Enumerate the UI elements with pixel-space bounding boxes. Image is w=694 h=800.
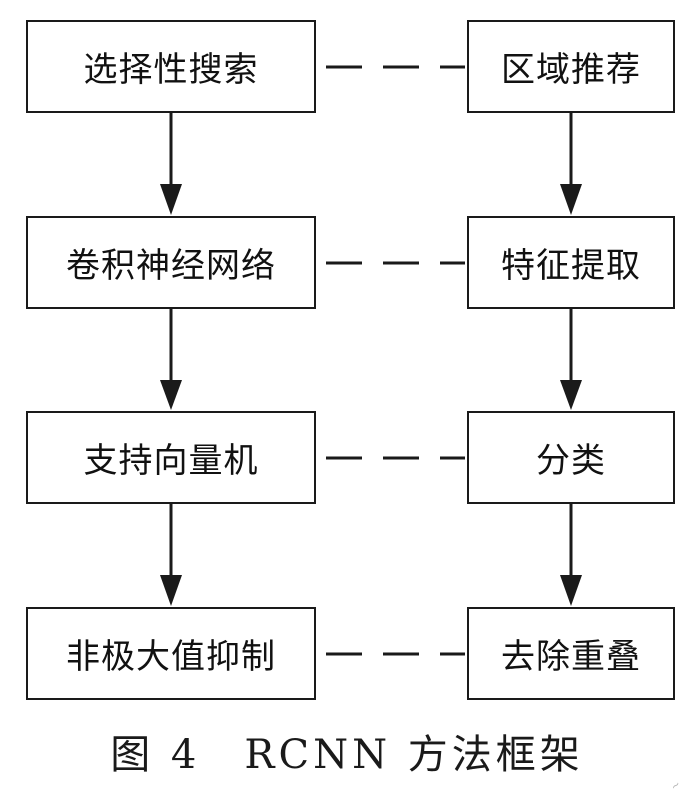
node-label: 非极大值抑制 xyxy=(66,637,276,677)
node-selective-search: 选择性搜索 xyxy=(26,20,316,113)
node-classification: 分类 xyxy=(467,411,675,504)
arrowhead-left-1 xyxy=(160,184,182,215)
node-svm: 支持向量机 xyxy=(26,411,316,504)
node-label: 卷积神经网络 xyxy=(66,246,276,286)
node-cnn: 卷积神经网络 xyxy=(26,216,316,309)
dashed-links xyxy=(318,65,465,656)
node-nms: 非极大值抑制 xyxy=(26,607,316,700)
node-label: 分类 xyxy=(536,441,606,481)
node-label: 去除重叠 xyxy=(501,637,641,677)
node-remove-overlap: 去除重叠 xyxy=(467,607,675,700)
arrowhead-right-3 xyxy=(560,575,582,606)
arrowhead-left-3 xyxy=(160,575,182,606)
node-label: 区域推荐 xyxy=(501,50,641,90)
node-label: 特征提取 xyxy=(501,246,641,286)
figure-caption: 图 4 RCNN 方法框架 xyxy=(110,732,584,778)
arrowhead-right-2 xyxy=(560,380,582,410)
node-region-proposal: 区域推荐 xyxy=(467,20,675,113)
right-column-arrows xyxy=(560,113,582,606)
node-feature-extraction: 特征提取 xyxy=(467,216,675,309)
node-label: 选择性搜索 xyxy=(83,50,259,90)
arrowhead-left-2 xyxy=(160,380,182,410)
arrowhead-right-1 xyxy=(560,184,582,215)
node-label: 支持向量机 xyxy=(83,441,259,481)
left-column-arrows xyxy=(160,113,182,606)
